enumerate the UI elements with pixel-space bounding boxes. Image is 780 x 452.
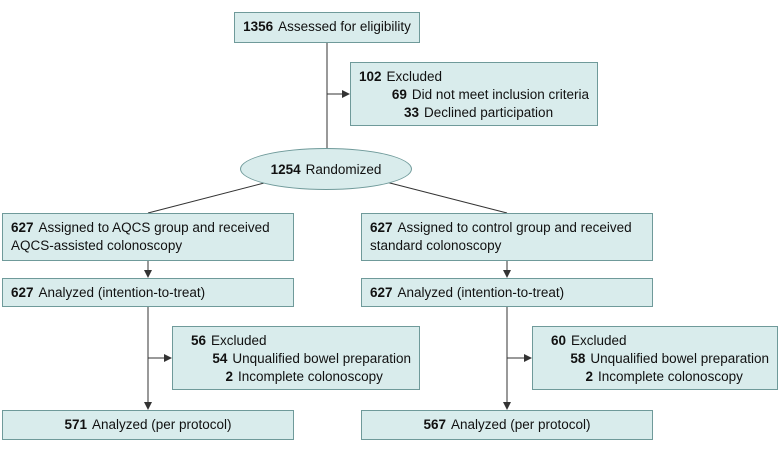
right-excluded-item-count: 2	[585, 369, 593, 384]
assessed-box: 1356 Assessed for eligibility	[234, 12, 420, 43]
assessed-count: 1356	[243, 19, 274, 34]
connector-randomized-right	[385, 181, 508, 214]
assessed-label: Assessed for eligibility	[278, 19, 411, 34]
left-pp-count: 571	[64, 417, 87, 432]
left-pp-label: Analyzed (per protocol)	[91, 417, 232, 432]
excluded-top-label: Excluded	[386, 69, 443, 84]
right-excluded-item-label: Unqualified bowel preparation	[590, 351, 769, 366]
left-excluded-label: Excluded	[211, 333, 267, 348]
left-excluded-box: 56 Excluded 54 Unqualified bowel prepara…	[172, 326, 420, 390]
excluded-top-item-label: Declined participation	[424, 105, 554, 120]
right-excluded-item-count: 58	[570, 351, 586, 366]
excluded-top-item-count: 33	[403, 105, 419, 120]
left-assigned-count: 627	[11, 220, 34, 235]
right-pp-count: 567	[423, 417, 446, 432]
left-assigned-box: 627 Assigned to AQCS group and received …	[2, 213, 294, 261]
left-itt-count: 627	[11, 285, 34, 300]
excluded-top-item-count: 69	[391, 87, 407, 102]
excluded-top-count: 102	[359, 69, 382, 84]
right-assigned-line1: Assigned to control group and received	[397, 220, 632, 235]
left-excluded-count: 56	[191, 333, 207, 348]
randomized-ellipse: 1254 Randomized	[240, 148, 412, 190]
left-excluded-item-count: 2	[225, 369, 233, 384]
right-assigned-box: 627 Assigned to control group and receiv…	[361, 213, 653, 261]
excluded-top-item-label: Did not meet inclusion criteria	[411, 87, 589, 102]
right-excluded-item-label: Incomplete colonoscopy	[598, 369, 743, 384]
left-excluded-item-label: Unqualified bowel preparation	[232, 351, 411, 366]
left-pp-box: 571 Analyzed (per protocol)	[2, 410, 294, 440]
left-itt-box: 627 Analyzed (intention-to-treat)	[2, 278, 294, 307]
right-excluded-box: 60 Excluded 58 Unqualified bowel prepara…	[532, 326, 778, 390]
connector-randomized-left	[147, 181, 269, 214]
right-excluded-label: Excluded	[571, 333, 627, 348]
left-assigned-line2: AQCS-assisted colonoscopy	[11, 238, 183, 253]
right-itt-box: 627 Analyzed (intention-to-treat)	[361, 278, 653, 307]
right-assigned-line2: standard colonoscopy	[370, 238, 502, 253]
right-excluded-count: 60	[551, 333, 567, 348]
excluded-top-box: 102 Excluded 69 Did not meet inclusion c…	[350, 62, 598, 126]
randomized-label: Randomized	[305, 161, 382, 177]
right-itt-count: 627	[370, 285, 393, 300]
right-assigned-count: 627	[370, 220, 393, 235]
left-excluded-item-count: 54	[212, 351, 228, 366]
left-assigned-line1: Assigned to AQCS group and received	[38, 220, 270, 235]
randomized-count: 1254	[270, 161, 301, 177]
right-pp-box: 567 Analyzed (per protocol)	[361, 410, 653, 440]
left-excluded-item-label: Incomplete colonoscopy	[238, 369, 383, 384]
left-itt-label: Analyzed (intention-to-treat)	[38, 285, 206, 300]
right-pp-label: Analyzed (per protocol)	[450, 417, 591, 432]
right-itt-label: Analyzed (intention-to-treat)	[397, 285, 565, 300]
